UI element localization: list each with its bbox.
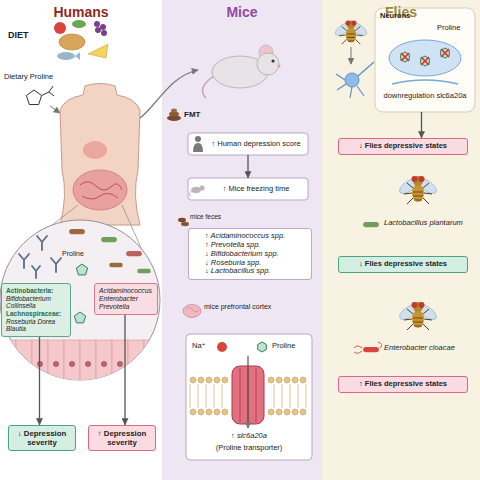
figure-label: Enterobacter cloacae xyxy=(384,344,455,353)
box-text: Proline xyxy=(272,342,295,351)
process-box: ↑ Human depression score xyxy=(188,133,308,155)
box-text: ↑ Flies depressive states xyxy=(343,380,463,389)
process-box: ↑ Acidaminococcus spp.↑ Prevotella spp.↓… xyxy=(188,228,312,280)
arrow-connector xyxy=(39,337,40,425)
figure-label: Proline xyxy=(62,250,84,258)
figure-label: FMT xyxy=(184,110,200,119)
box-text: Proline xyxy=(437,24,460,33)
process-box: Na⁺ Proline ↑ slc6a20a (Proline transporter… xyxy=(186,334,312,460)
process-box: ↑ Mice freezing time xyxy=(188,178,308,200)
process-box: Actinobacteria:Bifidobacterium Collinsel… xyxy=(1,283,71,337)
column-panel: FliesNeuronsProlinedownregulation slc6a2… xyxy=(322,0,480,480)
process-box: ↑ Flies depressive states xyxy=(338,376,468,393)
box-text: ↑ Depression severity xyxy=(93,429,151,447)
box-text: Acidaminococcus Enterobacter Prevotella xyxy=(99,287,153,311)
column-title: Humans xyxy=(2,4,160,21)
box-text: Actinobacteria: xyxy=(6,287,66,295)
column-panel: Mice ↑ Human depression score ↑ Mice freez… xyxy=(162,0,322,480)
box-text: Roseburia Dorea Blautia xyxy=(6,318,66,333)
box-text: Lachnospiraceae: xyxy=(6,310,66,318)
fly-neuron-figure xyxy=(333,8,475,112)
box-text: Bifidobacterium Collinsella xyxy=(6,295,66,310)
box-text: ↑ Prevotella spp. xyxy=(205,241,307,250)
figure-label: mice feces xyxy=(190,213,221,220)
mouse-figure xyxy=(202,45,280,98)
human-torso xyxy=(60,84,140,226)
box-icons xyxy=(178,133,308,318)
figure-label: mice prefrontal cortex xyxy=(204,303,300,311)
arrow-connector xyxy=(247,155,248,178)
arrow-connector xyxy=(421,112,422,138)
box-text: ↓ Flies depressive states xyxy=(343,142,463,151)
process-box: ↓ Flies depressive states xyxy=(338,256,468,273)
column-title: Mice xyxy=(164,4,320,21)
intake-arrow xyxy=(50,106,60,113)
figure-label: Dietary Proline xyxy=(4,73,53,82)
box-text: ↓ Flies depressive states xyxy=(343,260,463,269)
box-text: downregulation slc6a20a xyxy=(375,92,475,101)
box-text: ↓ Depression severity xyxy=(13,429,71,447)
column-panel: HumansActinobacteria:Bifidobacterium Col… xyxy=(0,0,162,480)
box-text: ↓ Lactobacillus spp. xyxy=(205,267,307,276)
box-text: ↑ slc6a20a xyxy=(186,432,312,441)
box-text: ↓ Roseburia spp. xyxy=(205,259,307,268)
arrow-connector xyxy=(124,315,125,425)
box-text: ↑ Mice freezing time xyxy=(208,185,304,194)
box-text: Na⁺ xyxy=(192,342,206,351)
process-box: ↓ Depression severity xyxy=(8,425,76,451)
box-text: ↓ Bifidobacterium spp. xyxy=(205,250,307,259)
process-box: ↑ Depression severity xyxy=(88,425,156,451)
box-text: Neurons xyxy=(380,12,410,21)
gut-lumen xyxy=(0,220,160,390)
process-box: Acidaminococcus Enterobacter Prevotella xyxy=(94,283,158,315)
process-box: NeuronsProline downregulation slc6a20a xyxy=(375,8,475,112)
box-text: ↑ Human depression score xyxy=(208,140,304,149)
transporter-figure xyxy=(186,334,312,460)
figure-label: DIET xyxy=(8,30,29,40)
process-box: ↓ Flies depressive states xyxy=(338,138,468,155)
box-text: ↑ Acidaminococcus spp. xyxy=(205,232,307,241)
food-icons xyxy=(54,20,108,60)
column-grounds xyxy=(162,0,480,480)
figure-label: Lactobacillus plantarum xyxy=(384,219,463,228)
proline-molecule xyxy=(26,86,54,105)
box-text: (Proline transporter) xyxy=(186,444,312,453)
